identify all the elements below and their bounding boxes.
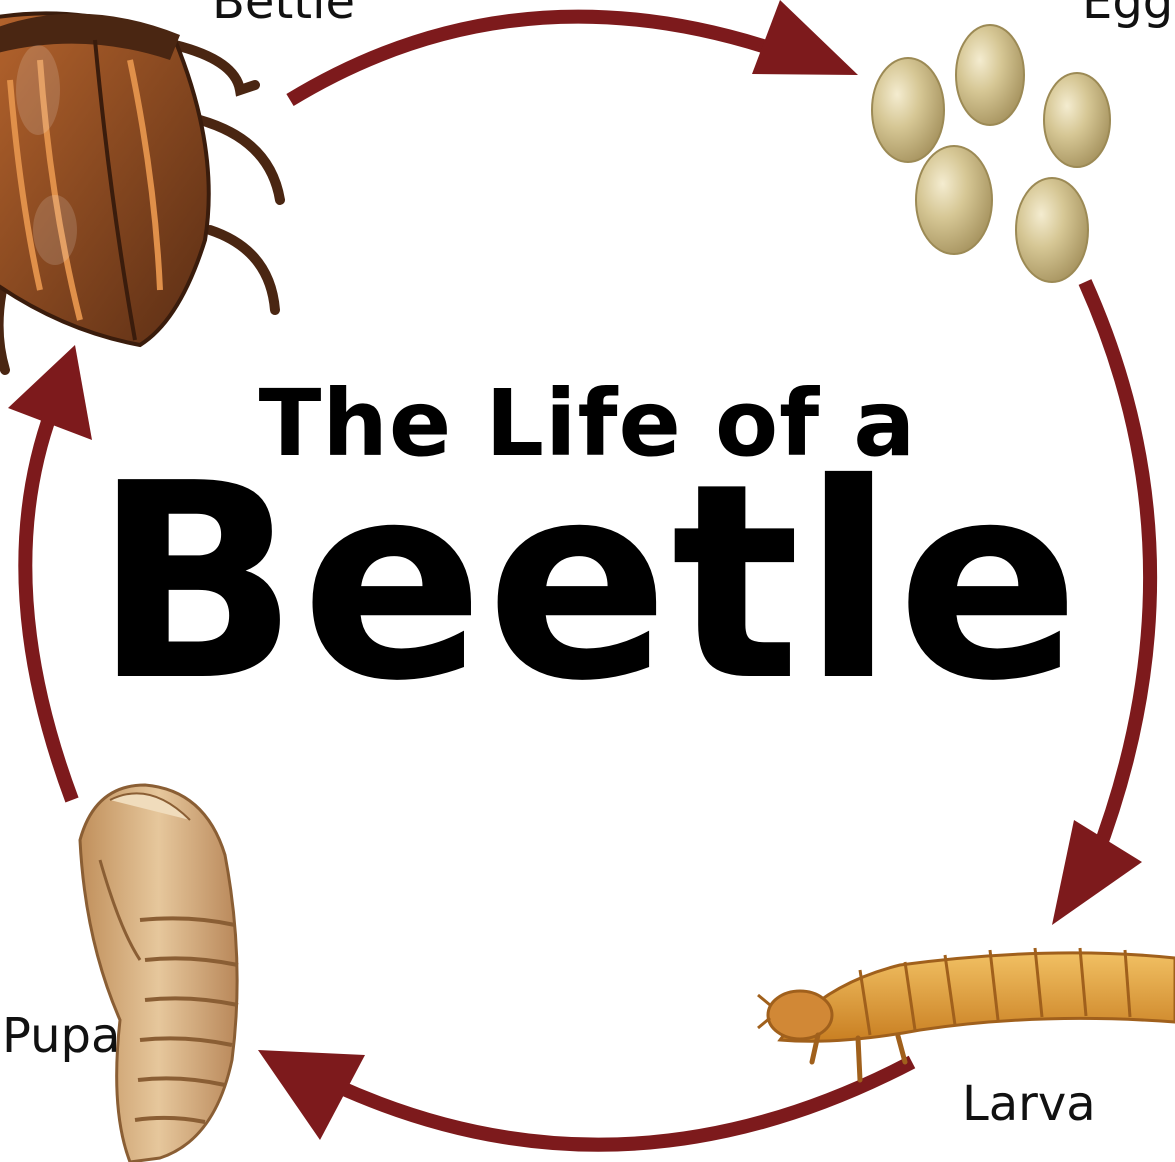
adult-beetle-illustration — [0, 13, 280, 370]
stage-label-adult: Bettle — [212, 0, 355, 26]
title-line-2: Beetle — [0, 448, 1175, 718]
stage-label-pupa: Pupa — [2, 1012, 120, 1060]
larva-illustration — [758, 948, 1175, 1080]
stage-label-larva: Larva — [962, 1080, 1096, 1128]
arrow-larva-to-pupa — [258, 1050, 912, 1145]
eggs-illustration — [872, 25, 1110, 282]
arrow-beetle-to-eggs — [290, 0, 858, 100]
pupa-illustration — [80, 785, 238, 1162]
stage-label-eggs: Eggs — [1082, 0, 1175, 26]
